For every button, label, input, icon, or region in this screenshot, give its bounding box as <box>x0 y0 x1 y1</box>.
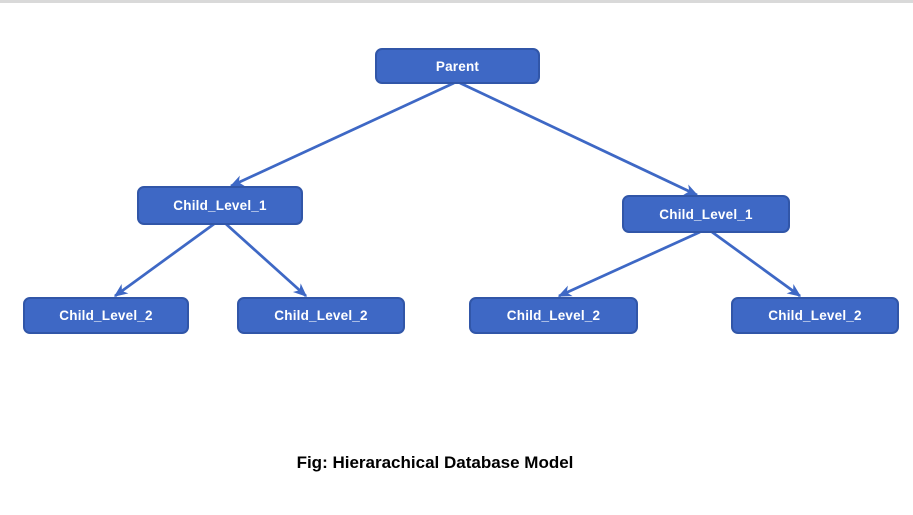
edge-child-l1-left-to-child-l2-1 <box>113 222 215 298</box>
node-child-l2-3: Child_Level_2 <box>469 297 638 334</box>
edge-child-l1-right-to-child-l2-4 <box>711 230 802 298</box>
node-label: Child_Level_2 <box>59 308 153 323</box>
node-child-l2-2: Child_Level_2 <box>237 297 405 334</box>
edge-parent-to-child-l1-right <box>459 81 699 197</box>
node-label: Child_Level_1 <box>659 206 753 222</box>
node-label: Child_Level_1 <box>173 198 267 213</box>
node-child-l2-1: Child_Level_2 <box>23 297 189 334</box>
window-edge-strip <box>0 0 913 3</box>
node-label: Child_Level_2 <box>506 308 601 323</box>
edge-child-l1-left-to-child-l2-2 <box>225 222 308 298</box>
node-parent: Parent <box>375 48 540 84</box>
node-label: Child_Level_2 <box>274 308 368 323</box>
node-child-l1-left: Child_Level_1 <box>137 186 303 225</box>
node-child-l1-right: Child_Level_1 <box>622 195 790 233</box>
node-child-l2-4: Child_Level_2 <box>731 297 899 334</box>
figure-caption: Fig: Hierarachical Database Model <box>296 453 574 472</box>
node-label: Parent <box>435 58 480 74</box>
edge-parent-to-child-l1-left <box>229 81 455 188</box>
edge-child-l1-right-to-child-l2-3 <box>557 230 701 298</box>
node-label: Child_Level_2 <box>768 308 862 323</box>
